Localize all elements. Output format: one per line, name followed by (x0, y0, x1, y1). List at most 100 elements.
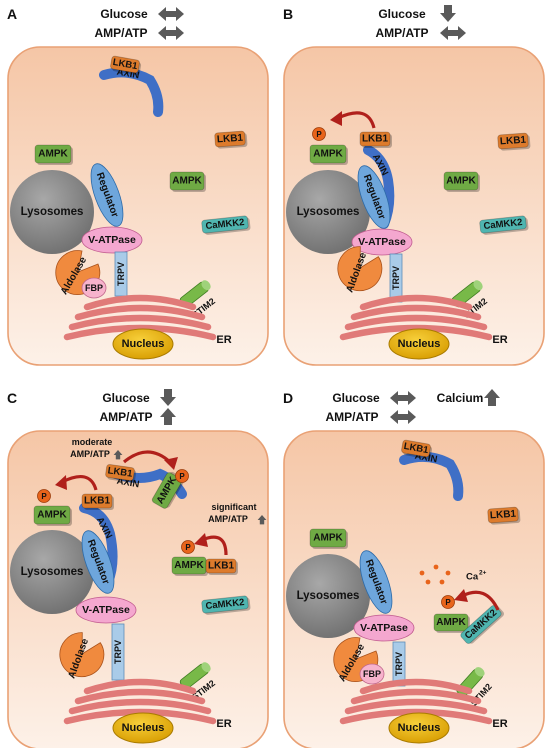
stim2-end (473, 280, 483, 291)
fbp-label: FBP (85, 283, 103, 293)
ampk-free: AMPK (443, 171, 480, 192)
phospho-circle (312, 127, 326, 141)
phospho-label: P (185, 543, 191, 552)
ampk-free-label: AMPK (436, 617, 466, 628)
panel-letter: C (7, 390, 17, 406)
lkb1-free-body (487, 506, 519, 524)
ampk-free: AMPK (171, 556, 208, 576)
endoplasmic-reticulum (63, 678, 217, 725)
activation-arrow-head (330, 111, 342, 126)
ampatp-label: AMP/ATP (94, 26, 147, 40)
calcium-ion-dot (425, 579, 431, 585)
lkb1-cytosolic: LKB1 (105, 464, 137, 483)
lkb1-lysosomal-label: LKB1 (84, 496, 111, 507)
lysosomes-label: Lysosomes (21, 566, 84, 578)
er-cisterna (63, 708, 217, 725)
camkk2-label: CaMKK2 (205, 597, 245, 612)
phospho-circle (181, 540, 195, 554)
activation-arrow-icon (122, 450, 178, 470)
v-atpase-body (75, 596, 137, 624)
activation-arrow-shaft (461, 590, 500, 611)
lkb1-free: LKB1 (497, 132, 531, 151)
er-cisterna (74, 688, 206, 705)
stim2-end (474, 667, 485, 677)
lkb1-free: LKB1 (487, 506, 521, 525)
v-atpase-body (351, 228, 413, 256)
activation-arrow-shaft (61, 474, 98, 491)
phospho-marker: P (441, 595, 455, 609)
camkk2: CaMKK2 (201, 215, 251, 235)
lkb1-free-label: LKB1 (490, 509, 517, 522)
fbp-label: FBP (363, 669, 381, 679)
moderate-label-2: AMP/ATP (70, 449, 110, 459)
camkk2-label: CaMKK2 (205, 217, 245, 232)
activation-arrow-head (164, 457, 178, 470)
moderate-label-1: moderate (72, 437, 113, 447)
panel-letter: A (7, 6, 17, 22)
ampk-free-label: AMPK (172, 176, 202, 187)
nucleus-body (388, 328, 450, 360)
up-arrow-icon (257, 515, 267, 525)
ampk-lysosomal-label: AMPK (313, 149, 343, 160)
lysosome-body (10, 170, 94, 254)
lkb1-bound-label: LKB1 (403, 441, 430, 456)
lkb1-free-body (497, 132, 529, 150)
er-cisterna (83, 294, 197, 311)
ampk-lysosomal-label: AMPK (38, 149, 68, 160)
lkb1-free: LKB1 (214, 130, 248, 149)
nucleus-body (388, 712, 450, 744)
stim2-end (201, 280, 211, 291)
lysosomes-label: Lysosomes (21, 206, 84, 218)
phospho-circle (175, 469, 189, 483)
lysosome-body (286, 170, 370, 254)
significant-label-2: AMP/ATP (208, 514, 248, 524)
ampk-lysosomal-label: AMPK (313, 533, 343, 544)
ampatp-label: AMP/ATP (325, 410, 378, 424)
ampk-free-body (443, 171, 479, 191)
phospho-marker: P (181, 540, 195, 554)
double-arrow-icon (158, 7, 184, 21)
lkb1-bound: LKB1 (110, 55, 142, 76)
activation-arrow-head (194, 533, 208, 547)
calcium-ion-dot (433, 564, 439, 570)
ampk-lysosomal-body (309, 528, 347, 548)
axin-scaffold (399, 451, 464, 501)
trpv-channel: TRPV (111, 623, 125, 681)
lkb1-bound-label: LKB1 (112, 57, 139, 72)
nucleus: Nucleus (388, 712, 450, 744)
nucleus: Nucleus (112, 328, 174, 360)
lkb1-free-body (214, 130, 246, 148)
ampk-lysosomal-body (309, 144, 347, 164)
er-cisterna (344, 698, 488, 715)
glucose-label: Glucose (102, 391, 150, 405)
ca-label: Ca (466, 572, 479, 583)
lysosome: Lysosomes (10, 170, 94, 254)
ampatp-label: AMP/ATP (99, 410, 152, 424)
lkb1-cytosolic-body (105, 464, 135, 481)
lkb1-lysosomal: LKB1 (81, 493, 114, 510)
er-label: ER (216, 334, 231, 346)
lkb1-free: LKB1 (205, 558, 238, 575)
lysosome: Lysosomes (10, 530, 94, 614)
lysosomes-label: Lysosomes (297, 590, 360, 602)
er-cisterna (339, 324, 493, 341)
lkb1-bound-body (110, 55, 140, 74)
trpv-label: TRPV (391, 266, 401, 290)
endoplasmic-reticulum (63, 294, 217, 341)
activation-arrow-head (454, 589, 468, 602)
lkb1-lysosomal-body (81, 493, 113, 509)
up-arrow-icon (160, 408, 176, 425)
down-arrow-icon (160, 389, 176, 406)
v-atpase-label: V-ATPase (82, 604, 130, 616)
lkb1-bound-label: LKB1 (362, 134, 389, 145)
calcium-ions (419, 564, 451, 585)
calcium-label: Calcium (437, 391, 484, 405)
ampk-free-body (433, 613, 469, 632)
glucose-label: Glucose (332, 391, 380, 405)
activation-arrow-icon (330, 111, 376, 129)
ampk-lysosomal: AMPK (33, 505, 72, 526)
nucleus-label: Nucleus (122, 338, 165, 350)
v-atpase: V-ATPase (351, 228, 413, 256)
er-cisterna (68, 698, 212, 715)
